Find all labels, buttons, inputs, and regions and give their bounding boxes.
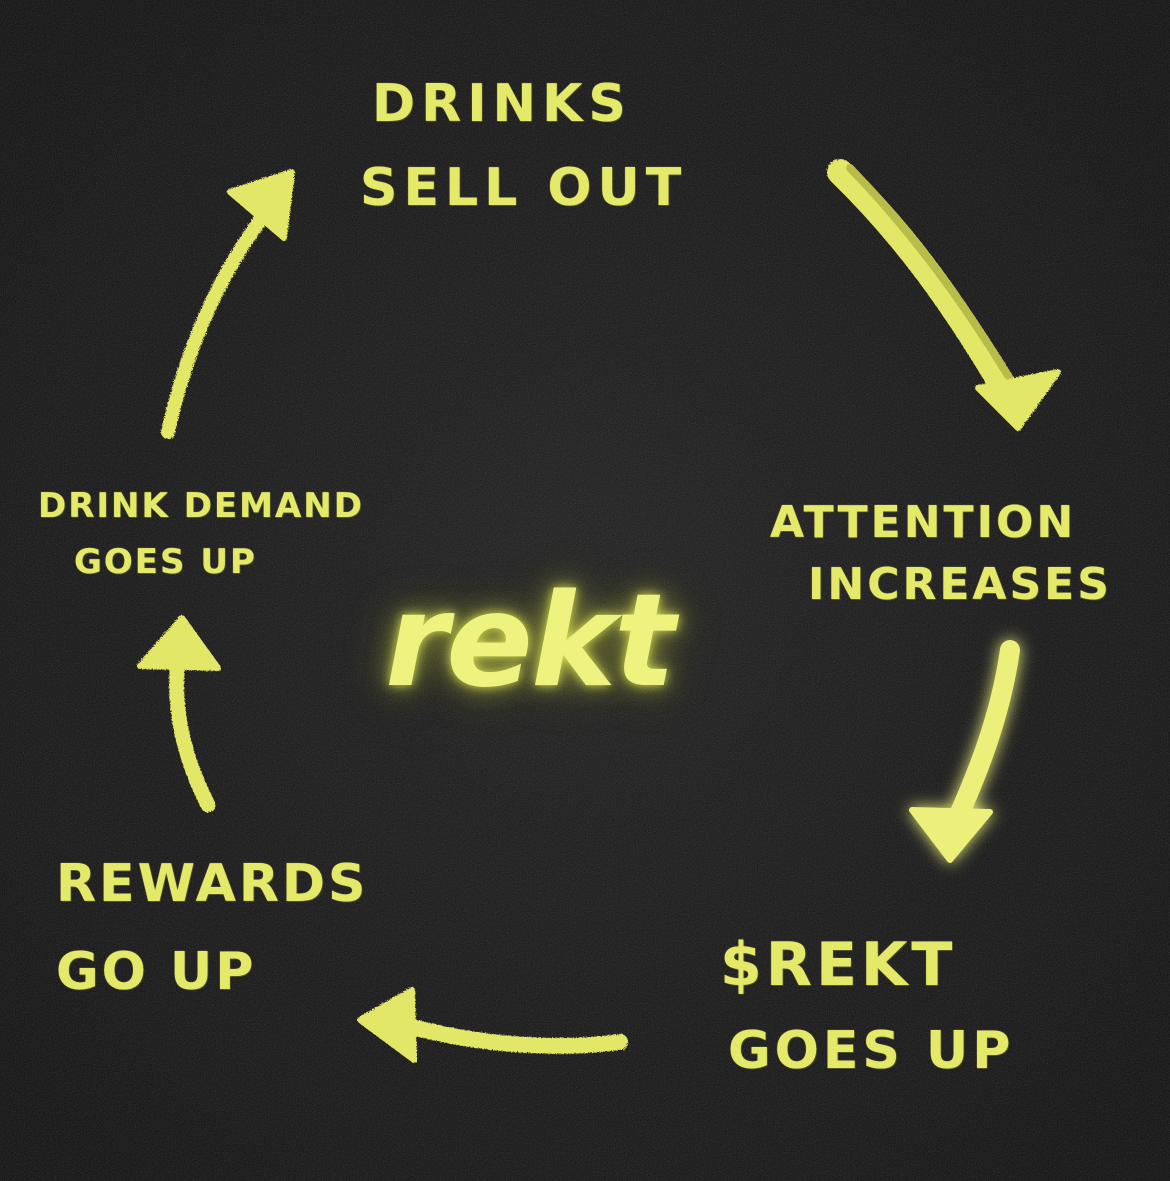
arrow-bottom-right-to-bottom-left [357,987,628,1063]
node-drinks-sell-out-line-2: SELL OUT [360,158,688,218]
node-rekt-goes-up-line-2: GOES UP [728,1021,1015,1081]
node-attention-increases-line-2: INCREASES [808,559,1112,610]
node-drink-demand-goes-up: DRINK DEMAND GOES UP [38,478,364,590]
node-rewards-go-up: REWARDS GO UP [56,840,368,1016]
node-rewards-go-up-line-2: GO UP [56,942,257,1002]
rekt-logo-text: rekt [385,567,675,716]
node-rekt-goes-up-line-1: $REKT [720,930,957,1000]
node-attention-increases: ATTENTION INCREASES [770,492,1112,616]
node-drink-demand-goes-up-line-2: GOES UP [74,542,257,582]
arrow-left-to-top [161,169,295,439]
arrow-right-to-bottom-right [909,640,1020,863]
node-attention-increases-line-1: ATTENTION [770,497,1077,548]
node-drink-demand-goes-up-line-1: DRINK DEMAND [38,486,364,526]
node-rekt-goes-up: $REKT GOES UP [720,922,1014,1094]
node-drinks-sell-out: DRINKS SELL OUT [360,62,687,230]
node-rewards-go-up-line-1: REWARDS [56,854,369,914]
node-drinks-sell-out-line-1: DRINKS [372,74,632,134]
arrow-bottom-left-to-left [137,615,221,813]
arrow-top-to-right [827,159,1061,431]
